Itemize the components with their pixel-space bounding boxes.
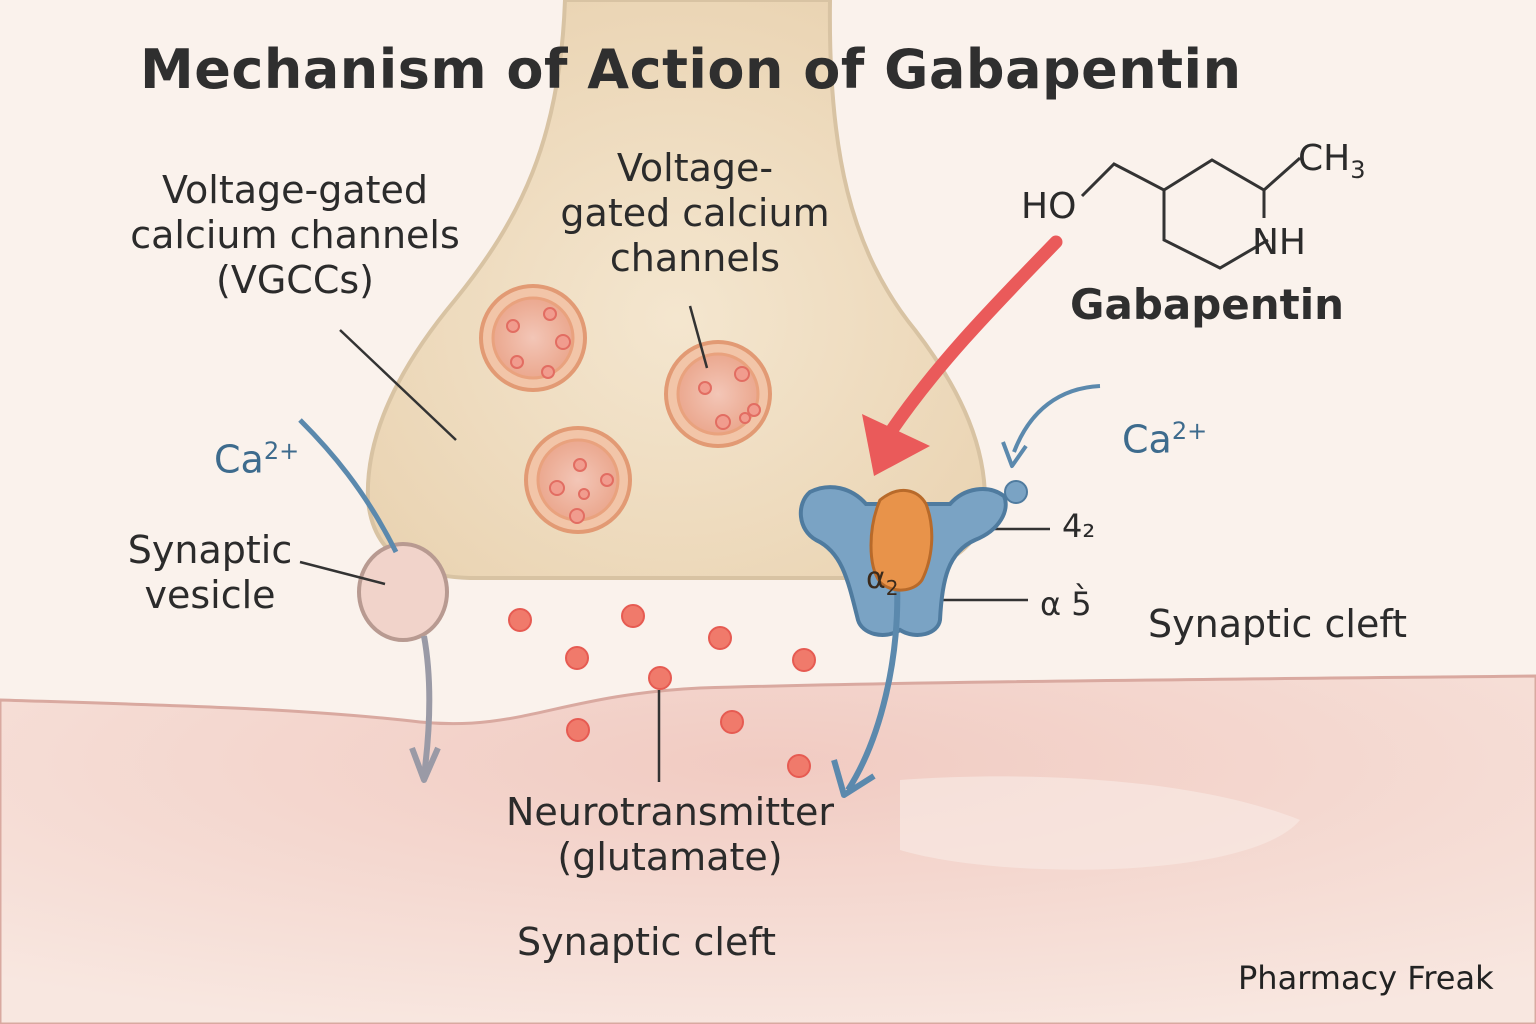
alpha2-symbol: α bbox=[866, 561, 886, 597]
calcium-ion bbox=[1004, 480, 1028, 504]
alpha2-index: 2 bbox=[885, 576, 899, 601]
postsynaptic-membrane bbox=[0, 674, 1536, 1024]
label-synaptic-cleft-bottom: Synaptic cleft bbox=[517, 920, 776, 964]
molecule-ch-index: 3 bbox=[1350, 156, 1366, 185]
cleft-glow bbox=[900, 776, 1300, 870]
molecule-ch3: CH3 bbox=[1298, 138, 1366, 184]
alpha2-delta-subunit[interactable] bbox=[869, 489, 934, 592]
neurotransmitter-molecules bbox=[508, 604, 816, 778]
label-neurotransmitter: Neurotransmitter (glutamate) bbox=[506, 790, 834, 879]
calcium-left-symbol: Ca bbox=[214, 437, 264, 482]
vesicle-release-arrow bbox=[421, 635, 433, 777]
label-synaptic-cleft-right: Synaptic cleft bbox=[1148, 602, 1407, 646]
molecule-ch: CH bbox=[1298, 138, 1351, 179]
leader-vgcc-top bbox=[688, 305, 709, 369]
vesicle-3 bbox=[524, 426, 632, 534]
leader-vesicle bbox=[299, 560, 386, 586]
calcium-right-charge: 2+ bbox=[1171, 416, 1208, 445]
vesicle-2 bbox=[664, 340, 772, 448]
label-gabapentin: Gabapentin bbox=[1070, 280, 1345, 329]
molecule-ho: HO bbox=[1021, 186, 1077, 227]
calcium-influx-arrow-right bbox=[1012, 384, 1101, 453]
label-vgcc-top: Voltage- gated calcium channels bbox=[560, 146, 830, 280]
label-alpha2: α2 bbox=[866, 526, 899, 601]
label-subunit-a: 4₂ bbox=[1062, 507, 1096, 545]
page-title: Mechanism of Action of Gabapentin bbox=[140, 38, 1242, 101]
leader-vgcc-left bbox=[339, 329, 457, 441]
label-vgcc-left: Voltage-gated calcium channels (VGCCs) bbox=[130, 168, 460, 302]
calcium-left-charge: 2+ bbox=[263, 436, 300, 465]
calcium-pore-arrow bbox=[845, 579, 901, 792]
gabapentin-binding-arrow bbox=[885, 235, 1063, 437]
vesicle-1 bbox=[479, 284, 587, 392]
label-calcium-left: Ca2+ bbox=[214, 392, 299, 482]
gabapentin-structure bbox=[1080, 156, 1301, 270]
calcium-right-symbol: Ca bbox=[1122, 417, 1172, 462]
calcium-influx-arrow-left bbox=[298, 418, 399, 554]
label-subunit-b: α 5̀ bbox=[1040, 585, 1092, 623]
credit-text: Pharmacy Freak bbox=[1238, 959, 1494, 997]
synaptic-vesicle bbox=[357, 542, 449, 642]
molecule-nh: NH bbox=[1252, 222, 1306, 263]
presynaptic-terminal bbox=[365, 0, 988, 580]
label-synaptic-vesicle: Synaptic vesicle bbox=[127, 528, 293, 617]
label-calcium-right: Ca2+ bbox=[1122, 372, 1207, 462]
